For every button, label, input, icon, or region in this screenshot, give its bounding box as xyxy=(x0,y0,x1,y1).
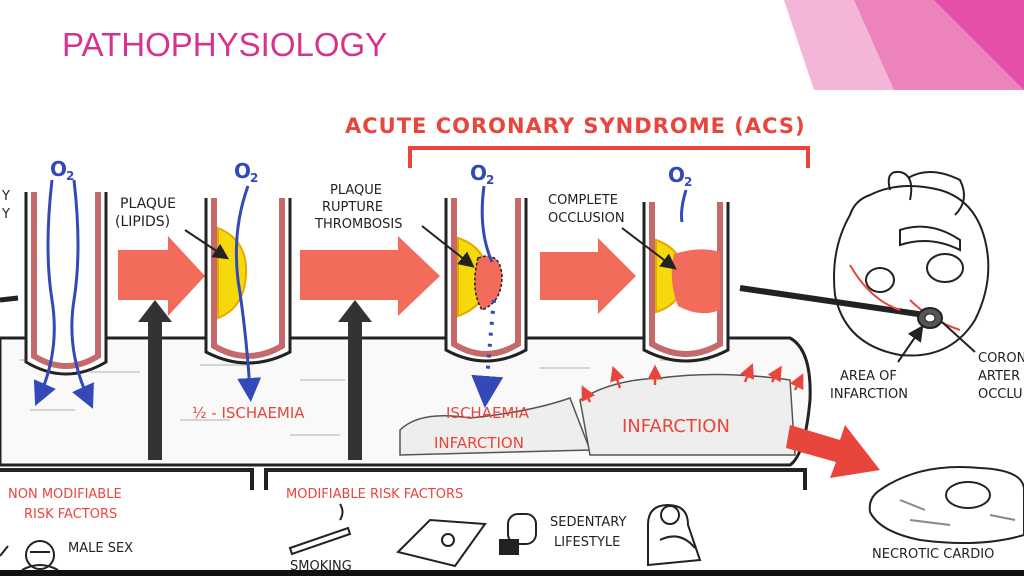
outcome-infarction-large: INFARCTION xyxy=(622,416,730,437)
acs-diagram: ACUTE CORONARY SYNDROME (ACS) xyxy=(0,114,1024,570)
vessel-plaque xyxy=(204,185,292,402)
progression-arrow xyxy=(540,238,636,314)
svg-text:O: O xyxy=(234,159,251,183)
cigarette-icon xyxy=(288,503,352,556)
pointer-line xyxy=(184,229,229,260)
oxygen-label: O 2 xyxy=(668,163,692,189)
svg-text:O: O xyxy=(470,161,487,185)
progression-arrow xyxy=(300,236,440,316)
stage-label: (LIPIDS) xyxy=(115,214,170,230)
pointer-line xyxy=(897,325,924,363)
stage-label: OCCLUSION xyxy=(548,211,625,226)
pointer-line xyxy=(941,321,976,353)
left-partial-text: Y xyxy=(1,207,10,222)
svg-text:2: 2 xyxy=(66,169,74,183)
stage-label: THROMBOSIS xyxy=(314,217,402,232)
oxygen-flow-line xyxy=(480,185,494,263)
risk-item-sedentary: SEDENTARY xyxy=(550,515,626,530)
infarction-zone-large xyxy=(579,373,796,456)
occlusion-marker xyxy=(924,313,936,323)
oxygen-label: O 2 xyxy=(50,157,74,183)
nonmodifiable-bracket xyxy=(0,468,254,490)
vessel-normal xyxy=(24,179,108,409)
male-sex-icon xyxy=(0,540,59,570)
oxygen-flow-line xyxy=(33,179,56,406)
svg-text:2: 2 xyxy=(250,171,258,185)
oxygen-flow-line xyxy=(70,179,94,409)
risk-item-male-sex: MALE SEX xyxy=(68,541,133,556)
svg-text:O: O xyxy=(50,157,67,181)
corner-decoration xyxy=(784,0,1024,90)
risk-arrow-modifiable xyxy=(338,300,372,460)
heart-label: AREA OF xyxy=(840,369,897,384)
stage-label: COMPLETE xyxy=(548,193,618,208)
modifiable-label: MODIFIABLE RISK FACTORS xyxy=(286,487,463,502)
pointer-line xyxy=(621,227,677,270)
heart-label: INFARCTION xyxy=(830,387,908,402)
necrosis-arrow xyxy=(786,425,880,478)
left-pointer-line xyxy=(0,295,19,303)
oxygen-flow-line xyxy=(234,185,262,402)
slide-title: PATHOPHYSIOLOGY xyxy=(62,26,388,63)
heart-label: CORON xyxy=(978,351,1024,366)
risk-item-sedentary: LIFESTYLE xyxy=(554,535,620,550)
stage-label: PLAQUE xyxy=(330,183,382,198)
heart-label: OCCLU xyxy=(978,387,1023,402)
risk-arrow-nonmodifiable xyxy=(138,300,172,460)
vessel-occlusion xyxy=(642,189,730,363)
stage-label: RUPTURE xyxy=(322,200,383,215)
left-partial-text: Y xyxy=(1,189,10,204)
risk-item-smoking: SMOKING xyxy=(290,559,352,570)
outcome-ischaemia: ISCHAEMIA xyxy=(446,404,530,422)
heart-label: ARTER xyxy=(978,369,1020,384)
necrotic-cell xyxy=(868,465,1024,545)
progression-arrow xyxy=(118,236,205,316)
heart-connector-line xyxy=(739,285,926,318)
thrombus xyxy=(474,255,503,311)
pointer-line xyxy=(421,225,475,268)
sedentary-person-icon xyxy=(647,503,702,567)
outcome-infarction-small: INFARCTION xyxy=(434,434,524,452)
oxygen-label: O 2 xyxy=(470,161,494,187)
stage-label: PLAQUE xyxy=(120,196,176,212)
oxygen-flow-line xyxy=(680,189,688,223)
infarction-spread-arrows xyxy=(581,363,804,403)
infarction-zone-small xyxy=(399,397,592,456)
bottom-border xyxy=(0,570,1024,576)
modifiable-bracket xyxy=(264,468,807,490)
oxygen-label: O 2 xyxy=(234,159,258,185)
heart-sketch xyxy=(833,170,990,357)
svg-text:O: O xyxy=(668,163,685,187)
acs-bracket xyxy=(408,146,810,168)
outcome-half-ischaemia: ½ - ISCHAEMIA xyxy=(192,404,305,422)
corner-shape-dark xyxy=(934,0,1024,90)
scale-icon xyxy=(396,513,537,568)
risk-item-necrotic: NECROTIC CARDIO xyxy=(872,547,994,562)
nonmodifiable-label: NON MODIFIABLE xyxy=(8,487,122,502)
nonmodifiable-label: RISK FACTORS xyxy=(24,507,117,522)
svg-text:2: 2 xyxy=(486,173,494,187)
occluding-thrombus xyxy=(671,249,720,314)
svg-text:2: 2 xyxy=(684,175,692,189)
acs-title: ACUTE CORONARY SYNDROME (ACS) xyxy=(345,114,806,138)
